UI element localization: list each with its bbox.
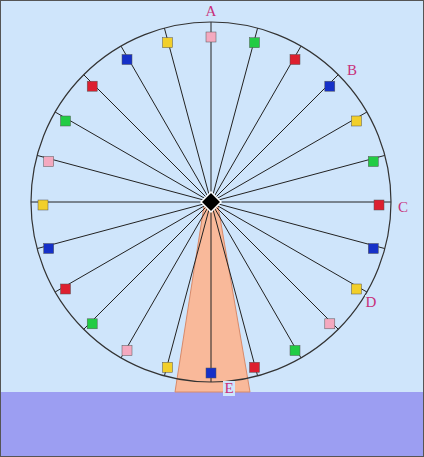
cabin <box>61 284 71 294</box>
spoke <box>211 112 367 202</box>
cabin <box>368 157 378 167</box>
cabin <box>87 319 97 329</box>
spoke <box>211 202 301 358</box>
spoke <box>164 28 211 202</box>
cabin <box>163 38 173 48</box>
spoke <box>37 155 211 202</box>
spoke <box>31 202 211 203</box>
cabin <box>38 200 48 210</box>
point-label: C <box>397 200 409 215</box>
ground <box>0 392 424 457</box>
cabin <box>163 362 173 372</box>
spoke <box>211 202 212 382</box>
cabin <box>122 345 132 355</box>
point-label: E <box>223 381 234 396</box>
spoke <box>211 202 258 376</box>
cabin <box>44 243 54 253</box>
spoke <box>55 112 211 202</box>
spoke <box>55 202 211 292</box>
spoke <box>211 28 258 202</box>
spoke <box>211 22 212 202</box>
cabin <box>325 81 335 91</box>
cabin <box>61 116 71 126</box>
cabin <box>249 38 259 48</box>
cabin <box>351 116 361 126</box>
cabin <box>374 200 384 210</box>
spoke <box>121 46 211 202</box>
spoke <box>37 202 211 249</box>
support-tower <box>175 206 250 392</box>
point-label: A <box>205 4 218 19</box>
point-label: D <box>365 295 378 310</box>
cabin <box>290 55 300 65</box>
cabin <box>368 243 378 253</box>
spoke <box>211 75 338 202</box>
spoke <box>84 202 211 329</box>
spoke <box>211 155 385 202</box>
cabin <box>87 81 97 91</box>
spoke <box>84 75 211 202</box>
hub <box>201 192 221 212</box>
point-label: B <box>346 63 358 78</box>
cabin <box>206 32 216 42</box>
cabin <box>206 368 216 378</box>
spokes <box>31 22 391 382</box>
cabins <box>38 32 384 378</box>
spoke <box>211 202 385 249</box>
wheel-rim <box>31 22 391 382</box>
spoke <box>211 46 301 202</box>
spoke <box>211 202 391 203</box>
spoke <box>121 202 211 358</box>
cabin <box>122 55 132 65</box>
cabin <box>249 362 259 372</box>
cabin <box>44 157 54 167</box>
spoke <box>211 202 338 329</box>
cabin <box>290 345 300 355</box>
spoke <box>164 202 211 376</box>
cabin <box>325 319 335 329</box>
spoke <box>211 202 367 292</box>
cabin <box>351 284 361 294</box>
